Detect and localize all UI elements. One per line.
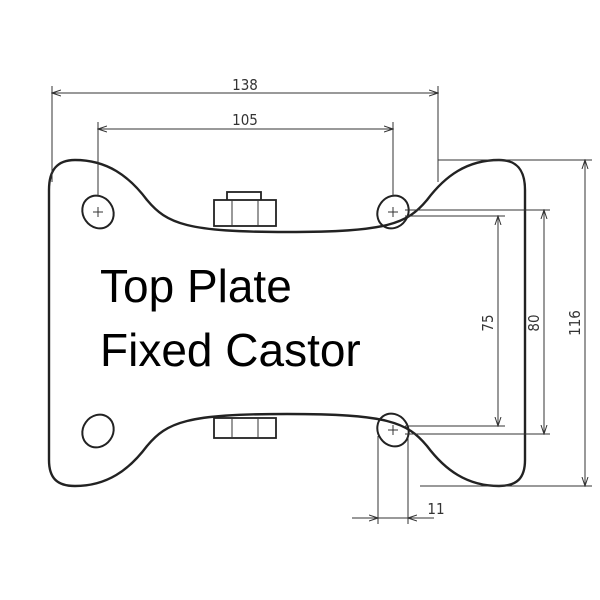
- dimension-hole-spacing-width: 105: [98, 111, 393, 196]
- top-nut: [213, 191, 277, 227]
- dimension-label-edge-offset: 11: [427, 500, 444, 518]
- bottom-nut: [213, 417, 277, 439]
- title-line-1: Top Plate: [100, 260, 292, 312]
- title-line-2: Fixed Castor: [100, 324, 361, 376]
- dimension-edge-offset: 11: [352, 436, 445, 524]
- dimension-inner-hole-spacing: 75: [405, 216, 505, 426]
- plate-outline: [47, 158, 527, 488]
- mounting-hole-top-right: [376, 194, 410, 230]
- dimension-label-outer-hole-spacing: 80: [525, 314, 543, 331]
- dimension-outer-hole-spacing: 80: [405, 210, 550, 434]
- dimension-label-overall-width: 138: [232, 76, 258, 94]
- mounting-hole-top-left: [81, 194, 115, 230]
- mounting-hole-bottom-left: [81, 413, 115, 449]
- dimension-label-hole-spacing-width: 105: [232, 111, 258, 129]
- dimension-label-inner-hole-spacing: 75: [479, 314, 497, 331]
- dimension-overall-length: 116: [420, 160, 592, 486]
- dimension-overall-width: 138: [52, 76, 438, 182]
- mounting-hole-bottom-right: [376, 412, 410, 448]
- dimension-label-overall-length: 116: [566, 310, 584, 336]
